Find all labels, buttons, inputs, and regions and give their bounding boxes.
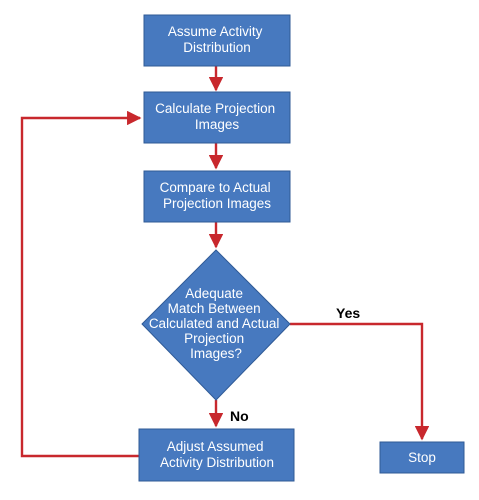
node-calculate-projection-images: Calculate Projection Images [143,91,291,144]
node-compare-line-1: Compare to Actual [160,180,271,195]
edge-decision-to-stop [290,322,430,441]
node-adjust-assumed-activity: Adjust Assumed Activity Distribution [138,428,295,482]
node-compare-to-actual: Compare to Actual Projection Images [143,170,291,223]
node-assume-line-1: Assume Activity [168,24,263,39]
svg-text:Compare to Actual Projec: Compare to Actual Projection Images [160,180,275,211]
node-calculate-line-2: Images [195,117,240,132]
node-stop: Stop [379,441,465,474]
edge-adjust-loop-to-calculate [20,110,142,458]
node-calculate-line-1: Calculate Projection [155,101,275,116]
node-assume-line-2: Distribution [183,40,251,55]
node-stop-line-1: Stop [408,450,436,465]
node-decision-line-1: Adequate [185,286,243,301]
node-decision-line-3: Calculated and Actual [149,316,280,331]
node-assume-activity-distribution: Assume Activity Distribution [143,14,291,67]
svg-text:Assume Activity Distribu: Assume Activity Distribution [168,24,266,55]
edge-label-no: No [230,408,249,424]
svg-text:Stop: Stop [408,450,436,465]
svg-text:Adequate Match Between: Adequate Match Between Calculated and Ac… [149,286,283,361]
node-adjust-line-2: Activity Distribution [160,455,274,470]
node-decision-line-2: Match Between [168,301,261,316]
svg-text:Adjust Assumed Activity: Adjust Assumed Activity Distribution [160,439,274,470]
node-decision-adequate-match: Adequate Match Between Calculated and Ac… [141,249,291,401]
node-decision-line-5: Images? [190,346,242,361]
node-adjust-line-1: Adjust Assumed [167,439,264,454]
node-decision-line-4: Projection [184,331,244,346]
svg-text:Calculate Projection Ima: Calculate Projection Images [155,101,279,132]
edge-label-yes: Yes [336,305,360,321]
node-compare-line-2: Projection Images [163,196,271,211]
